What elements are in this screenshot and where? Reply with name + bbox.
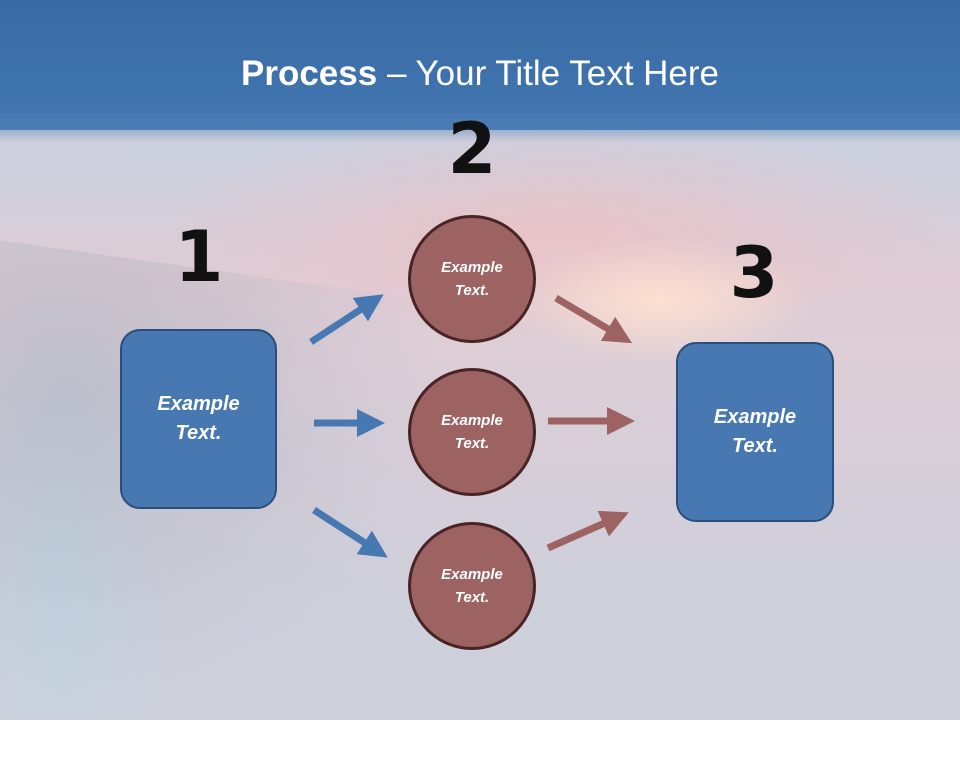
circle-bottom: Example Text. xyxy=(408,522,536,650)
step-number-1: 1 xyxy=(174,216,224,298)
arrow-blue-up xyxy=(309,294,384,345)
title-bar xyxy=(0,0,960,130)
slide-title: Process – Your Title Text Here xyxy=(0,52,960,96)
circle-top-text: Example Text. xyxy=(441,259,503,299)
left-step-text: Example Text. xyxy=(157,393,240,444)
arrow-layer xyxy=(309,294,635,558)
circle-bottom-text: Example Text. xyxy=(441,566,503,606)
step-number-2: 2 xyxy=(447,108,497,190)
right-step-text: Example Text. xyxy=(713,406,797,457)
arrow-blue-down xyxy=(312,507,388,558)
left-step-box: Example Text. xyxy=(120,329,277,509)
right-step-box: Example Text. xyxy=(676,342,834,522)
circle-top: Example Text. xyxy=(408,215,536,343)
title-bold: Process xyxy=(241,54,378,93)
arrow-red-up xyxy=(546,510,629,552)
step-number-3: 3 xyxy=(729,232,779,314)
circle-middle: Example Text. xyxy=(408,368,536,496)
title-rest: – Your Title Text Here xyxy=(377,54,719,93)
circle-middle-text: Example Text. xyxy=(441,412,503,452)
title-bar-fade xyxy=(0,118,960,142)
arrow-red-down xyxy=(554,294,633,344)
